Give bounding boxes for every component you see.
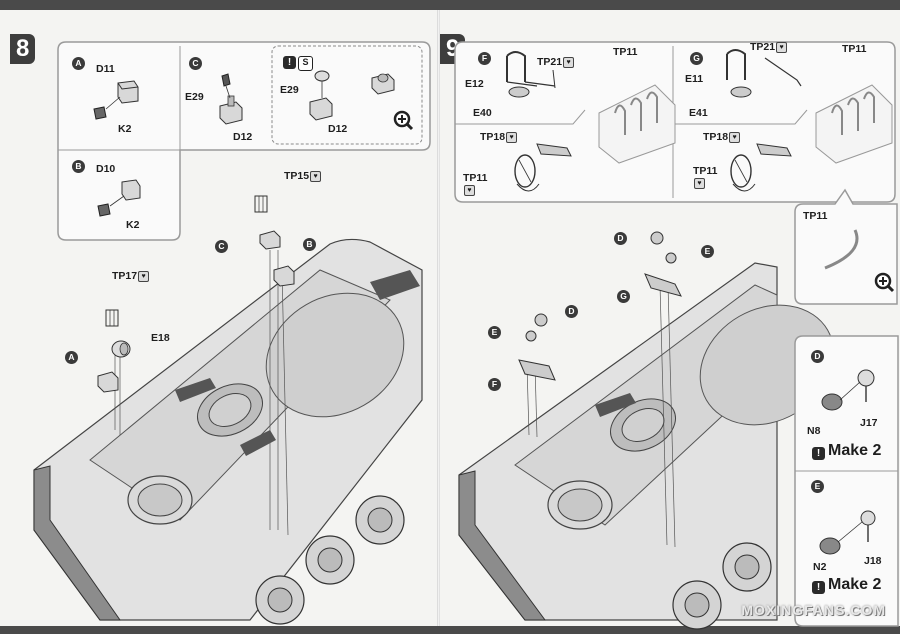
part-d10-drawing (97, 179, 141, 217)
sub-g-drawing (726, 49, 802, 192)
sub-d-drawing (821, 369, 875, 411)
step9-lights-drawing (518, 231, 682, 381)
part-tp18-label-f: TP18♥ (480, 131, 518, 143)
part-e12-label: E12 (465, 78, 484, 90)
make-2-e: !Make 2 (812, 576, 881, 594)
callout-f-circle: F (488, 378, 501, 391)
part-k2-label-b: K2 (126, 219, 140, 231)
step8-subassembly-frame (57, 41, 431, 241)
heart-icon: ♥ (694, 177, 705, 189)
tp11-preview-g (815, 84, 893, 164)
sub-d-frame (794, 335, 899, 627)
tp11-preview-label-f: TP11 (613, 46, 638, 58)
part-c-assembly-drawing (259, 230, 281, 250)
step-8-number: 8 (10, 34, 36, 64)
part-tp11-label-f: TP11♥ (463, 172, 488, 196)
part-d11-drawing (93, 80, 139, 120)
sub-e-drawing (819, 510, 876, 555)
part-j18-label: J18 (864, 555, 882, 567)
part-d10-label: D10 (96, 163, 116, 175)
part-e18-drawing (111, 340, 131, 358)
step8-b-circle: B (72, 160, 85, 173)
step9-d-circle: D (811, 350, 824, 363)
alt-part-drawing (309, 70, 395, 121)
callout-d-circle-1: D (614, 232, 627, 245)
part-e29-d12-drawing (219, 73, 243, 125)
step-9-number: 9 (440, 34, 466, 64)
step8-tank-hull-drawing (33, 238, 423, 625)
part-tp18-label-g: TP18♥ (703, 131, 741, 143)
warning-icon: ! (812, 581, 825, 594)
heart-icon: ♥ (310, 170, 322, 182)
heart-icon: ♥ (729, 131, 741, 143)
step9-f-circle: F (478, 52, 491, 65)
heart-icon: ♥ (776, 41, 788, 53)
alt-part-e29-label: E29 (280, 84, 299, 96)
heart-icon: ♥ (563, 56, 575, 68)
heart-icon: ♥ (464, 184, 475, 196)
part-e11-label: E11 (685, 73, 704, 85)
tp15-label: TP15♥ (284, 170, 322, 182)
heart-icon: S (298, 56, 313, 71)
part-k2-label: K2 (118, 123, 132, 135)
callout-d-circle-2: D (565, 305, 578, 318)
part-tp21-label-g: TP21♥ (750, 41, 788, 53)
part-e41-label: E41 (689, 107, 708, 119)
part-e29-label: E29 (185, 91, 204, 103)
step9-e-circle: E (811, 480, 824, 493)
part-tp11-label-g: TP11♥ (693, 165, 718, 189)
step9-g-circle: G (690, 52, 703, 65)
heart-icon: ♥ (506, 131, 518, 143)
part-n2-label: N2 (813, 561, 827, 573)
warning-icon: ! (283, 56, 296, 69)
callout-e-circle-2: E (488, 326, 501, 339)
alt-part-d12-label: D12 (328, 123, 348, 135)
callout-a-circle: A (65, 351, 78, 364)
scan-bottom-edge (0, 626, 900, 634)
callout-b-circle: B (303, 238, 316, 251)
part-n8-label: N8 (807, 425, 821, 437)
tp11-preview-label-g: TP11 (842, 43, 867, 55)
part-d12-label: D12 (233, 131, 253, 143)
part-tp15-drawing (254, 195, 268, 213)
part-a-assembly-drawing (97, 371, 119, 393)
zoom-icon[interactable] (874, 272, 895, 293)
make-2-d: !Make 2 (812, 442, 881, 460)
step8-a-circle: A (72, 57, 85, 70)
part-tp17-drawing (105, 309, 119, 327)
tp11-detail-frame (794, 188, 898, 305)
zoom-icon[interactable] (393, 110, 414, 131)
part-tp21-label-f: TP21♥ (537, 56, 575, 68)
heart-icon: ♥ (138, 270, 150, 282)
step9-tank-hull-drawing (458, 262, 835, 630)
tp11-preview-f (598, 84, 676, 164)
tp11-detail-label: TP11 (803, 210, 828, 222)
tp17-label: TP17♥ (112, 270, 150, 282)
part-j17-label: J17 (860, 417, 878, 429)
callout-c-circle: C (215, 240, 228, 253)
watermark: MOXINGFANS.COM (741, 602, 886, 618)
callout-e-circle-1: E (701, 245, 714, 258)
sub-f-drawing (506, 51, 572, 192)
page-spine (437, 10, 440, 626)
part-b-assembly-drawing (273, 265, 295, 287)
part-d11-label: D11 (96, 63, 115, 75)
warning-icon: ! (812, 447, 825, 460)
step8-c-circle: C (189, 57, 202, 70)
callout-g-circle: G (617, 290, 630, 303)
part-e40-label: E40 (473, 107, 492, 119)
scan-top-edge (0, 0, 900, 10)
e18-label: E18 (151, 332, 170, 344)
